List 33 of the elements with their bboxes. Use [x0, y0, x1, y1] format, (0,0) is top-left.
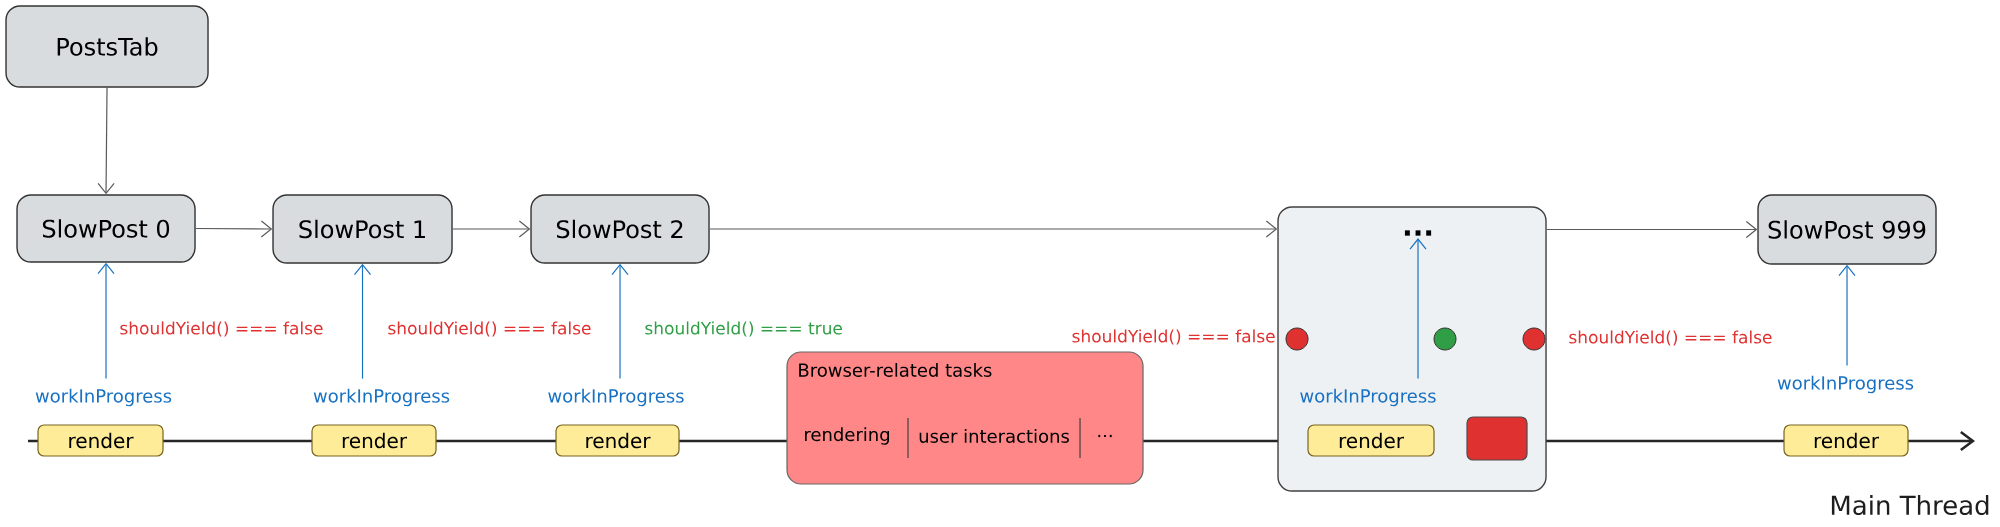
arrow: [97, 262, 115, 380]
component-box: SlowPost 2: [530, 194, 710, 264]
component-box: SlowPost 1: [272, 194, 453, 264]
arrow: [195, 220, 273, 238]
render-block: render: [37, 424, 164, 457]
variable-label: workInProgress: [313, 388, 450, 407]
render-block: render: [1783, 424, 1909, 457]
arrow: [1838, 264, 1856, 367]
thread-label: Main Thread: [1831, 494, 1989, 516]
condition-label: shouldYield() === true: [645, 321, 843, 337]
arrow: [611, 263, 629, 380]
condition-label: shouldYield() === false: [1072, 329, 1275, 345]
variable-label: workInProgress: [1300, 388, 1436, 407]
component-box: SlowPost 999: [1757, 194, 1937, 265]
arrow: [353, 263, 372, 380]
arrow: [709, 220, 1278, 238]
component-box: PostsTab: [5, 5, 209, 88]
arrow: [97, 87, 115, 195]
arrow: [1409, 238, 1427, 380]
condition-label: shouldYield() === false: [1569, 330, 1772, 346]
render-block: render: [555, 424, 680, 457]
variable-label: workInProgress: [1777, 375, 1914, 394]
condition-label: shouldYield() === false: [120, 321, 323, 337]
variable-label: workInProgress: [35, 388, 172, 407]
component-box: SlowPost 0: [16, 194, 196, 263]
task-block: [1466, 416, 1528, 461]
arrow: [452, 220, 531, 238]
render-block: render: [1307, 424, 1435, 457]
condition-label: shouldYield() === false: [388, 321, 591, 337]
arrow: [1546, 220, 1758, 239]
render-block: render: [311, 424, 437, 457]
variable-label: workInProgress: [548, 388, 684, 407]
browser-tasks-box: Browser-related tasks rendering user interactions ...: [786, 351, 1144, 485]
